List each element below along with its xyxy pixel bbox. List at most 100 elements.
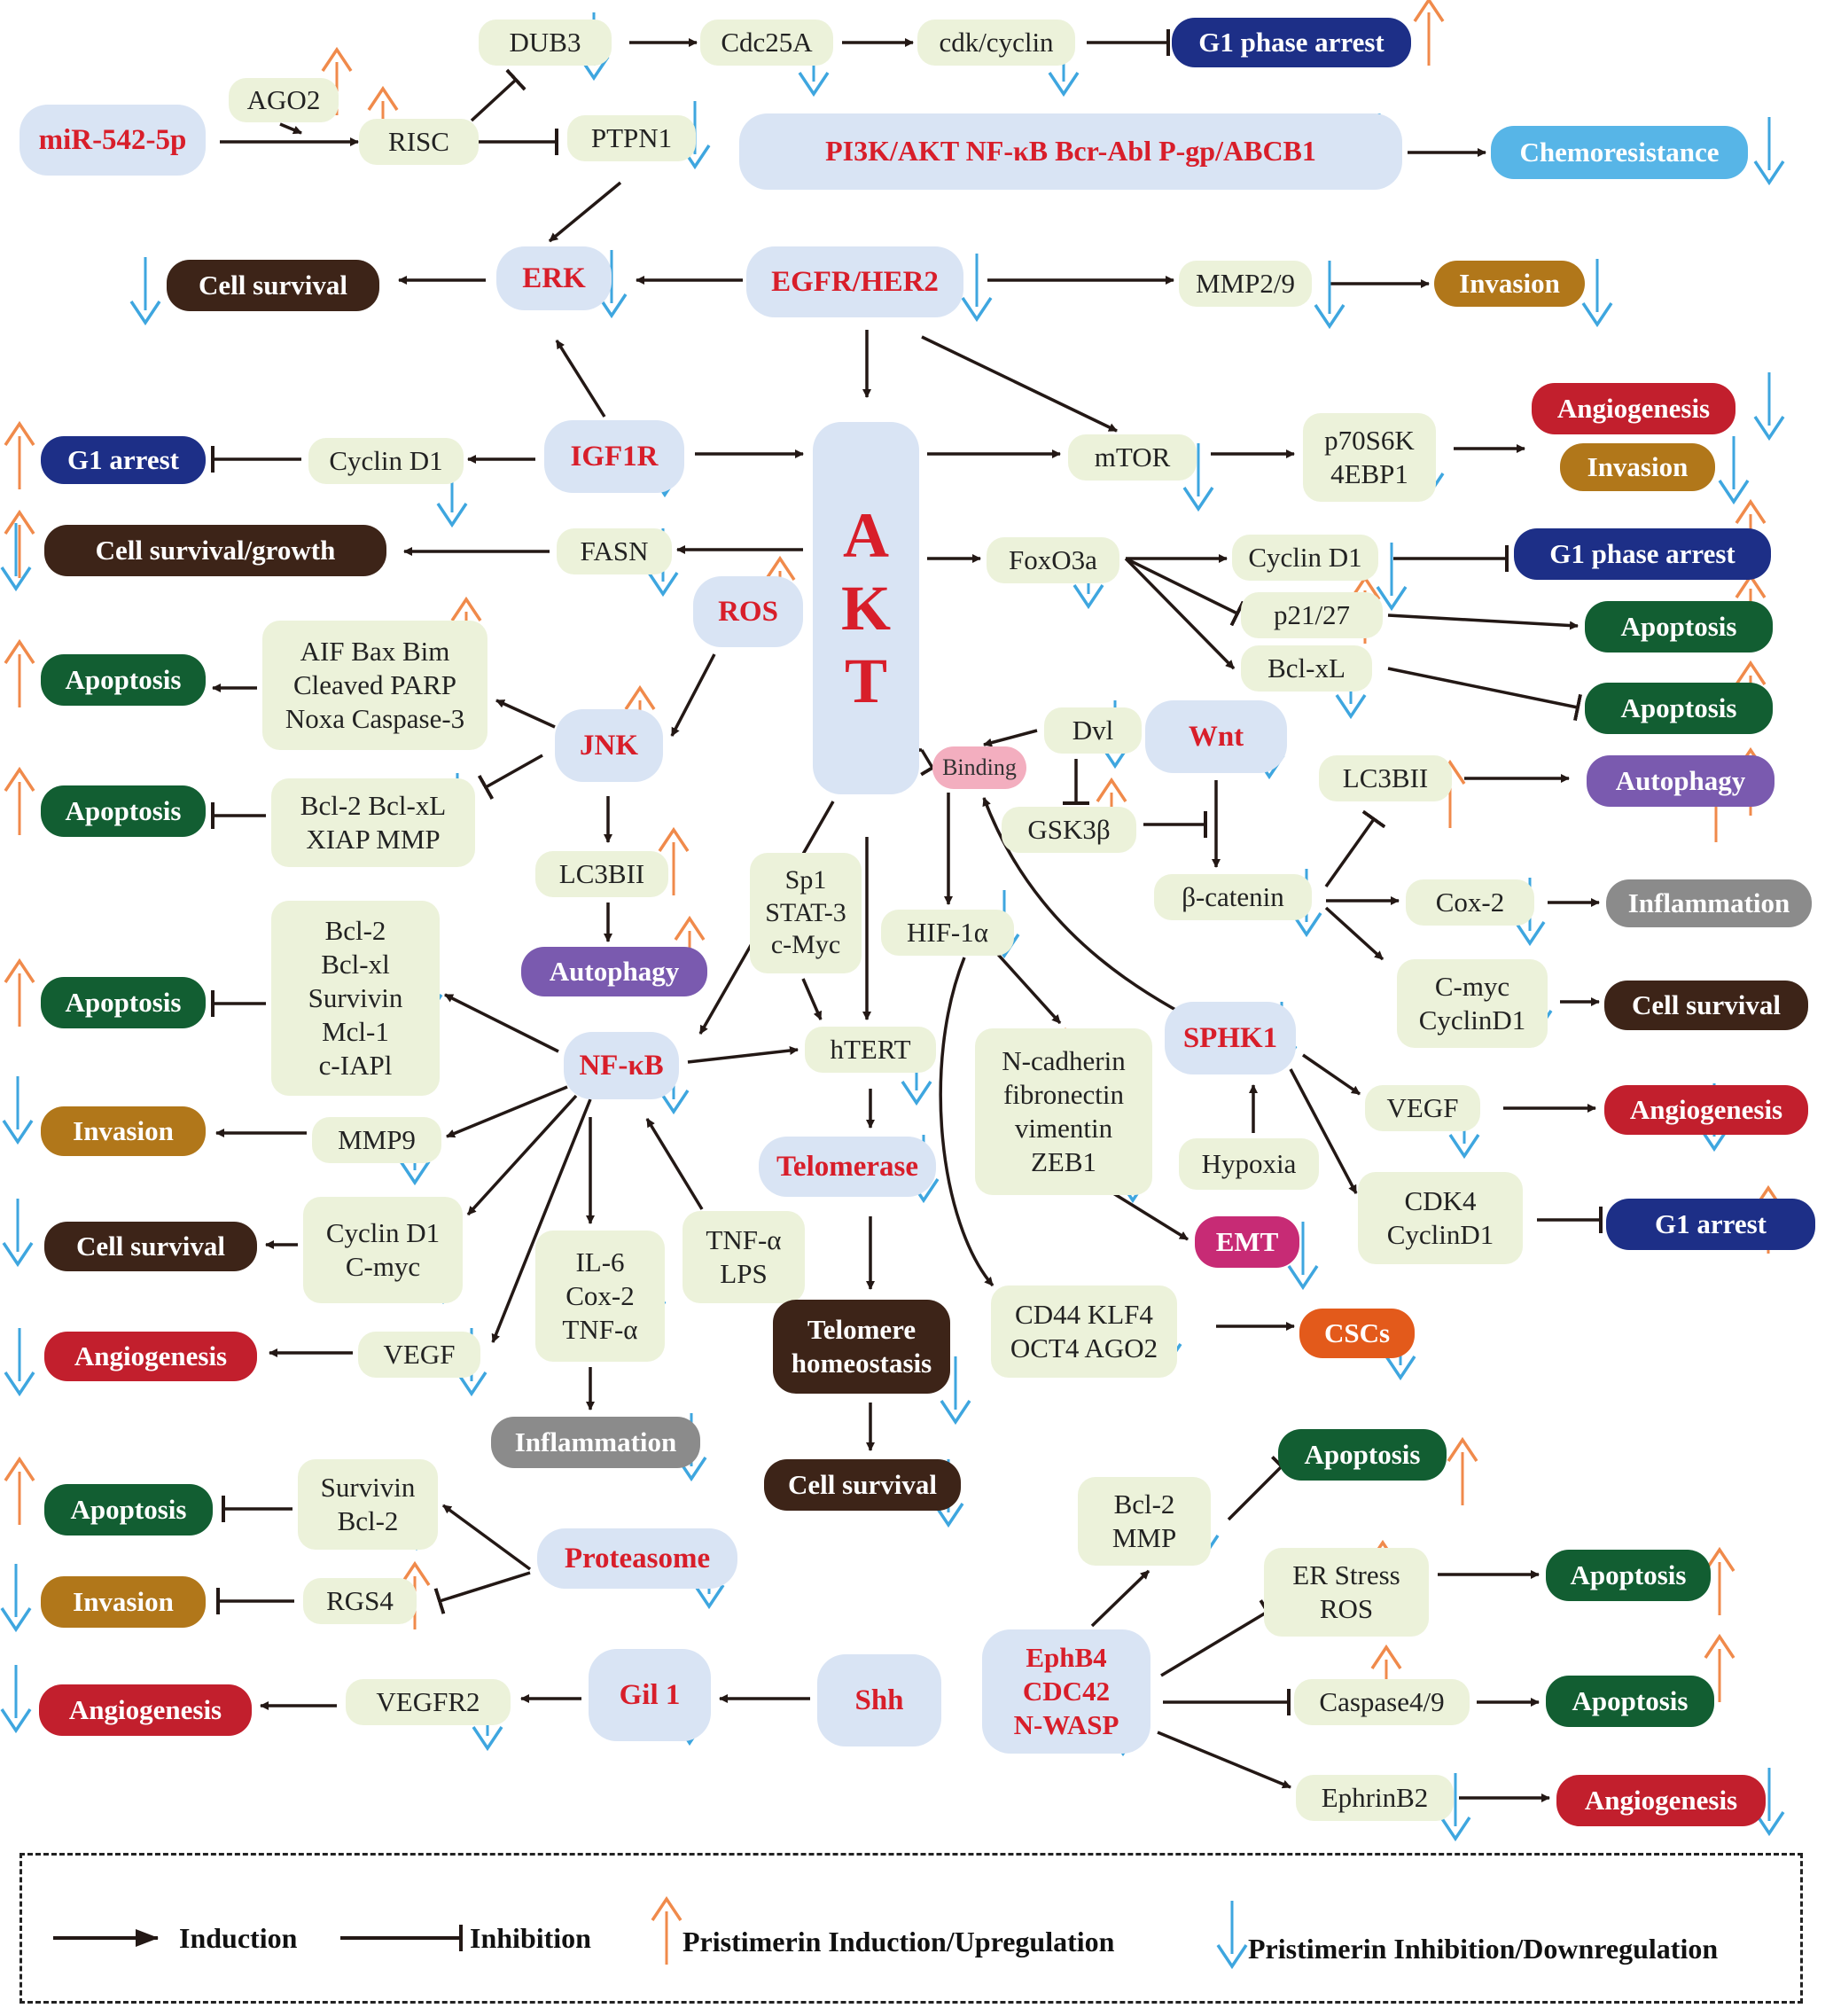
outcome-autophagy-m: Autophagy	[521, 947, 707, 996]
node-proteasome: Proteasome	[537, 1528, 737, 1589]
node-caspase49: Caspase4/9	[1294, 1679, 1470, 1725]
node-gsk3b: GSK3β	[1002, 807, 1136, 853]
down-regulation-arrow-62	[1439, 1773, 1471, 1842]
up-regulation-arrow-10	[4, 638, 35, 707]
edge-sp1-htert	[801, 978, 823, 1020]
edge-risc-dub3	[470, 68, 526, 122]
edge-sphk-cdk4	[1289, 1068, 1358, 1194]
outcome-angiogenesis-l1: Angiogenesis	[44, 1332, 257, 1381]
down-regulation-arrow-8	[961, 254, 993, 323]
edge-nfkb-htert	[687, 1046, 799, 1064]
edge-hif-cd44	[939, 957, 994, 1287]
node-ptpn1: PTPN1	[567, 115, 696, 161]
outcome-cell-survival-r: Cell survival	[1604, 981, 1808, 1030]
node-vegf-r: VEGF	[1365, 1085, 1480, 1131]
outcome-autophagy-r: Autophagy	[1587, 755, 1774, 807]
node-hypoxia: Hypoxia	[1179, 1138, 1319, 1190]
node-risc: RISC	[359, 119, 479, 165]
edge-ncad-emt	[1112, 1192, 1189, 1241]
down-regulation-arrow-13	[1182, 443, 1214, 512]
legend-inhibition-label: Inhibition	[470, 1922, 591, 1954]
edge-nfkb-cyc	[466, 1094, 578, 1216]
edge-igf-erk	[555, 340, 606, 418]
outcome-invasion-l2: Invasion	[41, 1576, 206, 1628]
edge-sphk-vegf	[1302, 1053, 1361, 1096]
outcome-inflammation-l: Inflammation	[491, 1417, 700, 1468]
edge-eph-er	[1160, 1599, 1276, 1677]
outcome-apoptosis-l2: Apoptosis	[41, 785, 206, 837]
node-dvl: Dvl	[1044, 707, 1142, 754]
down-regulation-arrow-56	[0, 1564, 32, 1633]
edge-foxo-bclxl	[1124, 557, 1236, 670]
node-binding: Binding	[932, 746, 1026, 789]
legend-upregulation-label: Pristimerin Induction/Upregulation	[682, 1926, 1115, 1957]
up-regulation-arrow-13	[4, 1456, 35, 1525]
up-regulation-arrow-9	[4, 509, 35, 578]
down-regulation-arrow-46	[940, 1356, 971, 1426]
edge-bclxl-apop	[1387, 667, 1582, 722]
down-regulation-arrow-21	[1376, 543, 1408, 612]
down-regulation-arrow-45	[1287, 1222, 1319, 1291]
outcome-inflammation-r: Inflammation	[1606, 879, 1812, 927]
node-mmp29: MMP2/9	[1179, 261, 1312, 307]
node-p21-27: p21/27	[1241, 592, 1383, 638]
node-jnk: JNK	[555, 709, 663, 782]
outcome-g1-arrest-r: G1 arrest	[1606, 1199, 1815, 1250]
down-regulation-arrow-37	[2, 1076, 34, 1145]
down-regulation-arrow-5	[1753, 117, 1785, 186]
outcome-invasion-1: Invasion	[1434, 261, 1585, 307]
up-regulation-arrow-21	[1447, 1436, 1478, 1505]
outcome-g1-arrest-1: G1 arrest	[41, 436, 206, 484]
node-vegfr2: VEGFR2	[346, 1679, 511, 1725]
down-regulation-arrow-16	[1753, 372, 1785, 441]
outcome-invasion-l: Invasion	[41, 1106, 206, 1156]
legend-up-arrow	[651, 1895, 682, 1965]
legend	[20, 1853, 1803, 2004]
node-cyclind1-b: Cyclin D1	[1232, 535, 1378, 581]
outcome-apoptosis-l4: Apoptosis	[44, 1484, 213, 1535]
edge-ptpn1-erk	[548, 181, 622, 243]
edge-tnf-nfkb	[645, 1118, 704, 1210]
legend-downregulation-label: Pristimerin Inhibition/Downregulation	[1248, 1933, 1719, 1965]
edge-ros-jnk	[670, 653, 716, 737]
node-egfr: EGFR/HER2	[746, 246, 963, 317]
down-regulation-arrow-49	[4, 1328, 35, 1397]
outcome-apoptosis-b1: Apoptosis	[1278, 1429, 1447, 1481]
outcome-apoptosis-l3: Apoptosis	[41, 977, 206, 1028]
outcome-angiogenesis-l2: Angiogenesis	[39, 1684, 252, 1736]
node-bcatenin: β-catenin	[1154, 874, 1312, 920]
edge-bcat-lc3	[1324, 809, 1386, 888]
edge-dvl-binding	[983, 729, 1038, 747]
outcome-g1-phase-arrest-2: G1 phase arrest	[1514, 528, 1771, 580]
edge-bcl2-apop-b	[1227, 1455, 1293, 1521]
down-regulation-arrow-42	[2, 1199, 34, 1268]
edge-nfkb-vegf	[491, 1098, 592, 1343]
node-fasn: FASN	[557, 528, 672, 574]
edge-p21-apop	[1387, 613, 1579, 630]
outcome-apoptosis-b2: Apoptosis	[1546, 1550, 1711, 1601]
outcome-angiogenesis-b: Angiogenesis	[1556, 1775, 1766, 1826]
down-regulation-arrow-9	[1314, 261, 1346, 330]
outcome-apoptosis-b3: Apoptosis	[1546, 1676, 1714, 1727]
node-ephrinb2: EphrinB2	[1296, 1775, 1454, 1821]
node-dub3: DUB3	[479, 20, 612, 66]
outcome-angiogenesis-1: Angiogenesis	[1532, 383, 1736, 434]
outcome-invasion-2: Invasion	[1560, 443, 1715, 491]
edge-foxo-p21	[1125, 557, 1245, 627]
outcome-apoptosis-r2: Apoptosis	[1585, 683, 1773, 734]
up-regulation-arrow-8	[4, 420, 35, 489]
node-lc3bii-m: LC3BII	[535, 851, 668, 897]
down-regulation-arrow-10	[1581, 259, 1613, 328]
edge-nfkb-list	[444, 993, 559, 1053]
